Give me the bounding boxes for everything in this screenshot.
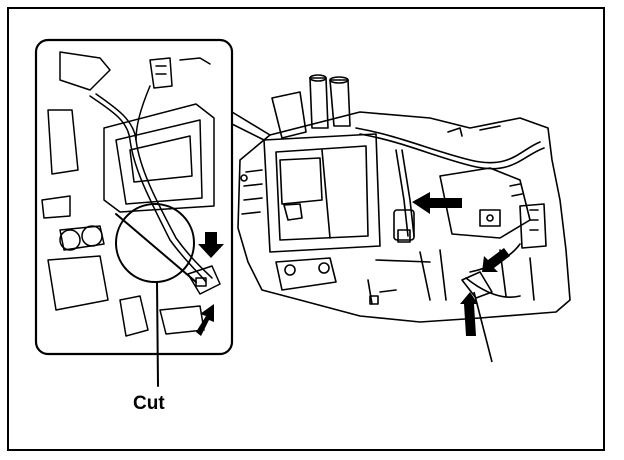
arrow-down-left-icon — [482, 248, 510, 272]
callout-lines — [231, 111, 271, 141]
arrow-down-icon — [198, 232, 224, 258]
leader-line — [473, 291, 493, 363]
arrow-up-icon-2 — [460, 292, 478, 336]
detail-inset-frame — [34, 38, 234, 356]
main-unit — [237, 74, 571, 323]
arrow-up-icon — [196, 304, 214, 336]
cut-label: Cut — [133, 393, 165, 414]
direction-arrows — [196, 192, 510, 336]
arrow-left-icon — [412, 192, 462, 214]
outer-frame — [7, 7, 605, 451]
